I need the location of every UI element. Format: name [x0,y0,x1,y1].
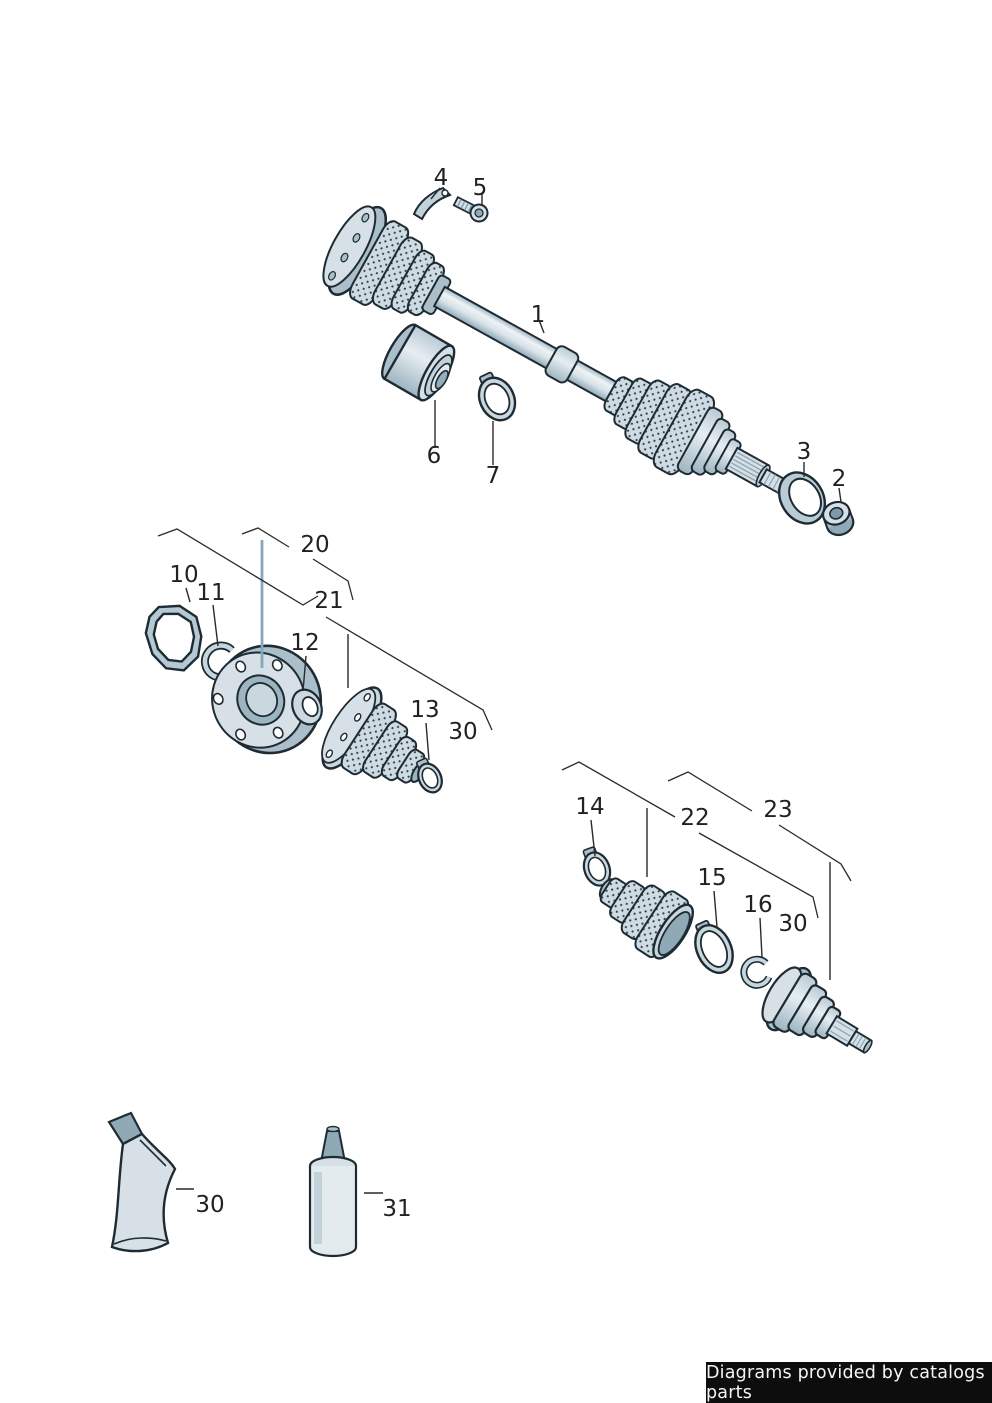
flange-bolt-hole [340,252,349,263]
callout-15[interactable]: 15 [697,865,726,891]
callout-2[interactable]: 2 [832,466,847,492]
footer-credit-text: Diagrams provided by catalogs parts [706,1362,985,1403]
boot-clamp-part7[interactable] [470,367,522,426]
callout-13[interactable]: 13 [410,697,439,723]
leader-lines [176,187,842,1194]
joint-bore [245,682,279,718]
inner-cv-joint[interactable] [194,627,339,773]
callout-16[interactable]: 16 [743,892,772,918]
gasket-part10[interactable] [138,596,212,678]
adhesive-bottle-part31[interactable] [308,1125,358,1258]
bracket-lines [157,527,852,919]
tube-crimp-edge [113,1237,167,1245]
callout-10[interactable]: 10 [169,562,198,588]
clip-hole [441,189,449,197]
spline-grooves [830,1020,854,1042]
boot-clamp-part14[interactable] [578,844,615,889]
callouts: 1 2 3 4 5 6 7 10 11 12 13 14 15 16 20 21… [169,165,846,1222]
callout-30-group22[interactable]: 30 [778,911,807,937]
boot-flange-holes [325,692,371,759]
ring-part12[interactable] [287,685,328,729]
boot-clamp-part13[interactable] [412,755,447,796]
bolt-thread-lines [457,199,473,213]
retaining-clip-part4[interactable] [412,186,452,221]
boot-clamp-part15[interactable] [686,916,740,979]
callout-7[interactable]: 7 [486,463,501,489]
callout-5[interactable]: 5 [473,175,488,201]
callout-3[interactable]: 3 [797,439,812,465]
callout-6[interactable]: 6 [427,443,442,469]
nut-part2[interactable] [820,498,857,538]
callout-4[interactable]: 4 [434,165,449,191]
flange-bolt-hole [361,212,370,223]
callout-1[interactable]: 1 [531,302,546,328]
inner-cv-boot[interactable] [310,678,448,813]
callout-12[interactable]: 12 [290,630,319,656]
thread-lines [851,1033,867,1050]
drive-shaft-assembly[interactable] [312,196,810,532]
ring-part3[interactable] [770,464,834,532]
callout-20[interactable]: 20 [300,532,329,558]
circlip-part16[interactable] [740,955,773,989]
outer-cv-joint[interactable] [753,958,888,1077]
callout-14[interactable]: 14 [575,794,604,820]
nut-bore [829,506,844,520]
flange-bolt-hole [352,233,361,243]
cap-sleeve-part6[interactable] [376,320,463,406]
callout-30-grease[interactable]: 30 [195,1192,224,1218]
grease-tube-part30[interactable] [107,1111,177,1253]
callout-23[interactable]: 23 [763,797,792,823]
callout-30-group21[interactable]: 30 [448,719,477,745]
callout-22[interactable]: 22 [680,805,709,831]
footer-credit-bar: Diagrams provided by catalogs parts [706,1362,992,1403]
spline-grooves [729,451,766,483]
callout-21[interactable]: 21 [314,588,343,614]
boot-opening [657,911,691,956]
bottle-shading [314,1172,322,1244]
flange-bolt-hole [328,271,337,281]
callout-31[interactable]: 31 [382,1196,411,1222]
hex-socket [474,208,484,218]
outer-cv-boot[interactable] [584,857,702,966]
bolt-part5[interactable] [452,194,490,225]
callout-11[interactable]: 11 [196,580,225,606]
